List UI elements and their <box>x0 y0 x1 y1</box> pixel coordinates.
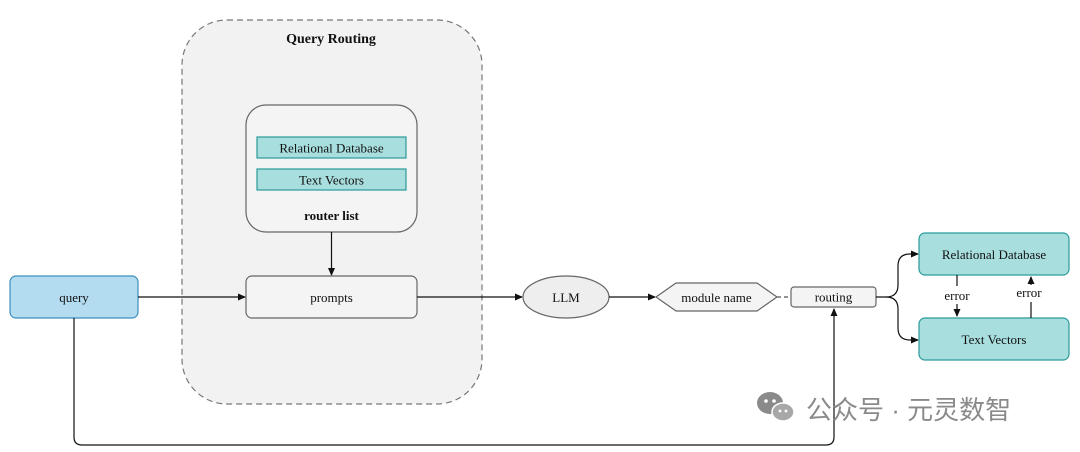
arrow-routing-to-vectors <box>885 296 919 344</box>
target-vectors-label: Text Vectors <box>962 332 1027 347</box>
router-list-box: Relational Database Text Vectors router … <box>245 104 418 233</box>
watermark: 公众号 · 元灵数智 <box>757 392 1011 425</box>
router-item-relational-database: Relational Database <box>256 136 407 159</box>
query-node: query <box>9 275 139 319</box>
error-down-label: error <box>944 288 970 303</box>
module-name-label: module name <box>681 290 752 305</box>
watermark-text: 公众号 · 元灵数智 <box>806 395 1011 425</box>
prompts-node: prompts <box>245 275 418 319</box>
router-item-text-vectors: Text Vectors <box>256 168 407 191</box>
group-title: Query Routing <box>286 32 376 47</box>
target-text-vectors: Text Vectors <box>918 317 1070 361</box>
arrow-routing-to-db <box>876 250 919 298</box>
query-label: query <box>59 290 89 305</box>
target-relational-database: Relational Database <box>918 232 1070 276</box>
llm-label: LLM <box>552 290 580 305</box>
router-item-label: Relational Database <box>279 141 384 156</box>
module-name-node: module name <box>654 282 779 312</box>
wechat-icon <box>757 392 795 422</box>
error-up-label: error <box>1016 285 1042 300</box>
routing-node: routing <box>790 286 877 308</box>
routing-label: routing <box>815 290 853 305</box>
target-db-label: Relational Database <box>942 247 1047 262</box>
llm-node: LLM <box>522 275 610 319</box>
arrow-query-bypass-to-routing <box>73 308 838 446</box>
router-list-label: router list <box>304 208 359 223</box>
prompts-label: prompts <box>310 290 353 305</box>
router-item-label: Text Vectors <box>299 173 364 188</box>
